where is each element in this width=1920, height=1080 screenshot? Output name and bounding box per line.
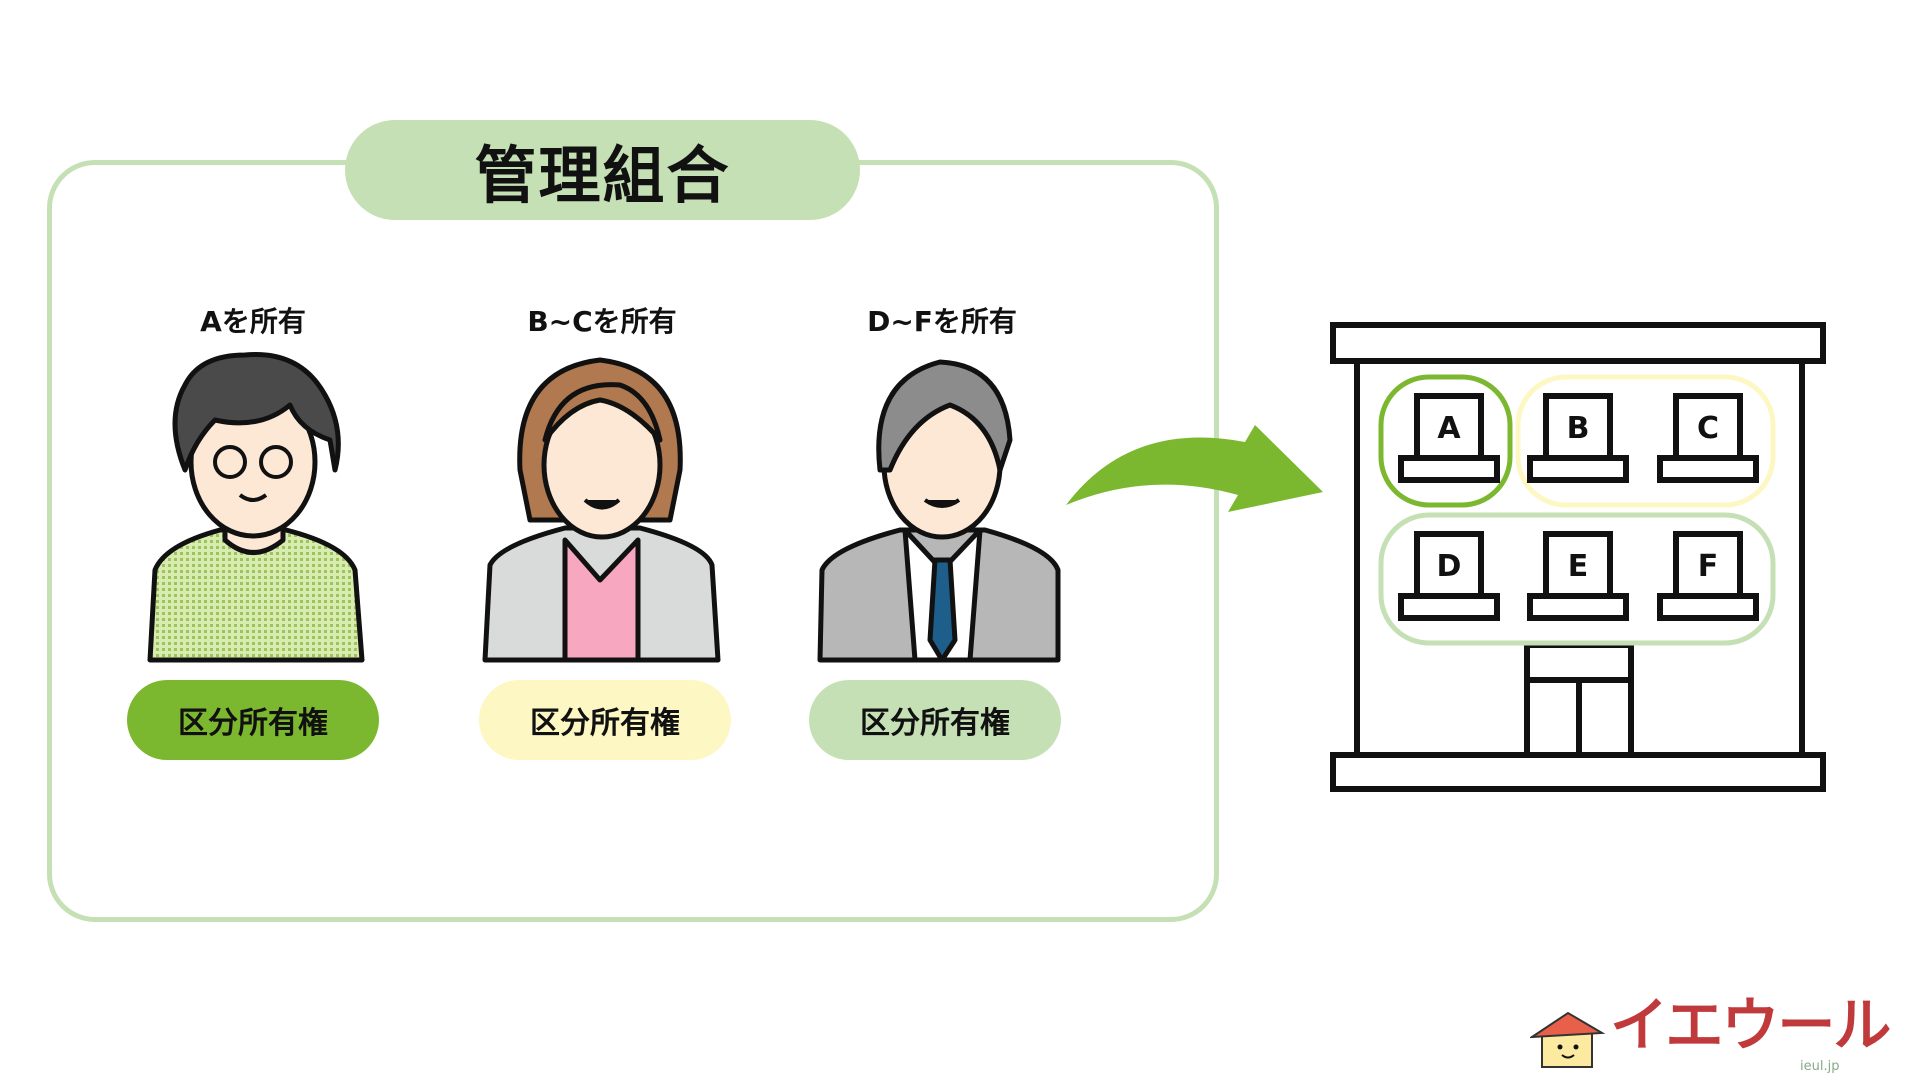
page-title: 管理組合: [345, 120, 860, 220]
logo-house-icon: [1530, 1011, 1606, 1068]
arrow-icon: [1066, 425, 1323, 512]
person-a-icon: [147, 352, 365, 663]
unit-label: E: [1568, 549, 1589, 584]
window-sill: [1398, 593, 1500, 621]
person-bc-icon: [482, 357, 721, 663]
unit-window-B: B: [1527, 393, 1629, 483]
unit-label: A: [1437, 411, 1461, 446]
window-frame: [1543, 393, 1613, 461]
window-frame: [1673, 393, 1743, 461]
logo-domain: ieul.jp: [1800, 1059, 1840, 1074]
window-sill: [1657, 593, 1759, 621]
unit-label: D: [1437, 549, 1462, 584]
unit-label: F: [1698, 549, 1719, 584]
window-sill: [1398, 455, 1500, 483]
owner-label-bc: B~Cを所有: [527, 305, 677, 338]
window-frame: [1543, 531, 1613, 599]
unit-window-D: D: [1398, 531, 1500, 621]
window-sill: [1657, 455, 1759, 483]
owner-label-df: D~Fを所有: [867, 305, 1017, 338]
window-sill: [1527, 455, 1629, 483]
unit-window-E: E: [1527, 531, 1629, 621]
ownership-right-pill-a: 区分所有権: [127, 680, 379, 760]
unit-window-F: F: [1657, 531, 1759, 621]
unit-window-C: C: [1657, 393, 1759, 483]
unit-label: C: [1697, 411, 1719, 446]
owner-label-a: Aを所有: [200, 305, 306, 338]
ownership-right-pill-df: 区分所有権: [809, 680, 1061, 760]
person-df-icon: [817, 359, 1061, 663]
unit-windows: A B C D E F: [1398, 393, 1759, 621]
unit-group-highlights: [1378, 374, 1776, 646]
window-sill: [1527, 593, 1629, 621]
unit-window-A: A: [1398, 393, 1500, 483]
logo-text: イエウール: [1610, 991, 1891, 1059]
ownership-right-pill-bc: 区分所有権: [479, 680, 731, 760]
unit-label: B: [1567, 411, 1590, 446]
